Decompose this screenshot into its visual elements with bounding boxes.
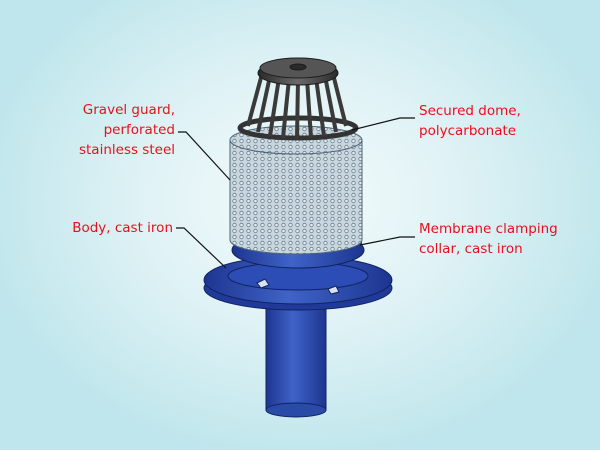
label-line: Body, cast iron <box>72 220 173 236</box>
outlet-pipe <box>265 294 327 418</box>
label-line: Gravel guard, <box>82 102 175 118</box>
label-line: Secured dome, <box>419 103 521 119</box>
label-secured-dome: Secured dome, polycarbonate <box>419 101 521 141</box>
body-flange <box>203 255 393 311</box>
label-line: Membrane clamping <box>419 221 558 237</box>
label-collar: Membrane clamping collar, cast iron <box>419 219 558 259</box>
label-line: polycarbonate <box>419 123 517 139</box>
leader-lines <box>176 117 415 269</box>
secured-dome <box>237 57 359 141</box>
label-gravel-guard: Gravel guard, perforated stainless steel <box>79 100 175 160</box>
gravel-guard-mesh <box>229 125 363 255</box>
label-line: stainless steel <box>78 142 175 158</box>
label-line: collar, cast iron <box>419 241 523 257</box>
label-body: Body, cast iron <box>72 218 173 238</box>
label-line: perforated <box>103 122 175 138</box>
